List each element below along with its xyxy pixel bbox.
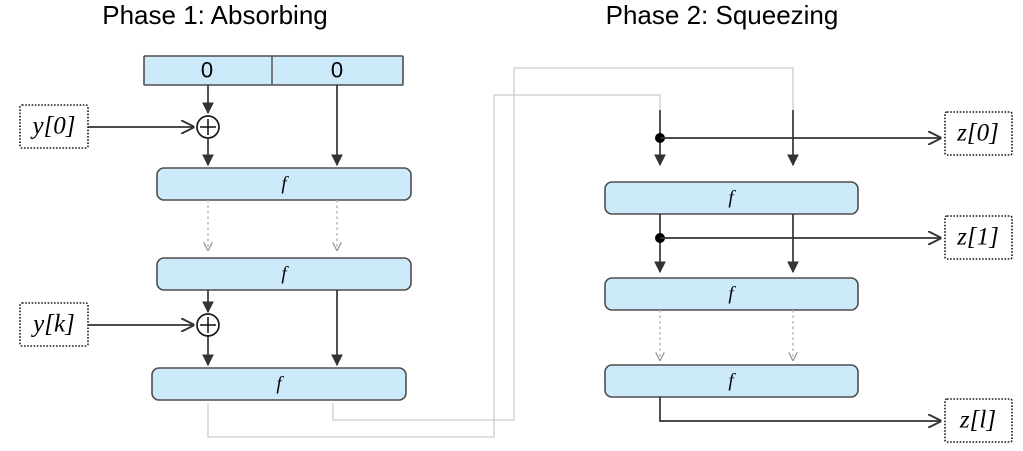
output-z1-label: z[1] xyxy=(956,224,999,251)
input-y0-group[interactable]: y[0] xyxy=(19,104,89,149)
rate-cell: 0 xyxy=(201,57,213,82)
capacity-cell: 0 xyxy=(331,57,343,82)
permutation-round-2-p2: f xyxy=(604,277,859,311)
permutation-round-1-label-p2: f xyxy=(728,187,736,208)
permutation-round-2-box-p1 xyxy=(156,257,412,291)
permutation-round-2-label-p2: f xyxy=(728,283,736,304)
xor-yk xyxy=(196,313,220,337)
output-z1-box[interactable] xyxy=(944,215,1013,260)
output-zl-label: z[l] xyxy=(959,407,996,434)
input-y0-label: y[0] xyxy=(29,113,75,140)
output-z0-label: z[0] xyxy=(956,120,999,147)
permutation-round-3-box-p1 xyxy=(151,367,407,401)
permutation-round-3-p2: f xyxy=(604,364,859,398)
input-yk-label: y[k] xyxy=(30,311,75,338)
permutation-round-1-p1: f xyxy=(156,167,412,201)
output-z1-group[interactable]: z[1] xyxy=(944,215,1013,260)
input-y0-box[interactable] xyxy=(19,104,89,149)
permutation-round-3-label-p2: f xyxy=(728,370,736,391)
state-register-box xyxy=(143,55,404,86)
output-z0-group[interactable]: z[0] xyxy=(944,111,1013,156)
permutation-round-3-label-p1: f xyxy=(276,373,284,394)
permutation-round-2-label-p1: f xyxy=(281,263,289,284)
feedback-rate-lane xyxy=(207,94,661,438)
phase-1-title: Phase 1: Absorbing xyxy=(102,0,328,30)
permutation-round-3-box-p2 xyxy=(604,364,859,398)
permutation-round-1-box-p1 xyxy=(156,167,412,201)
output-zl-group[interactable]: z[l] xyxy=(944,398,1013,443)
output-z0-box[interactable] xyxy=(944,111,1013,156)
permutation-round-2-p1: f xyxy=(156,257,412,291)
feedback-capacity-lane xyxy=(332,67,794,421)
phase-2-title: Phase 2: Squeezing xyxy=(606,0,839,30)
permutation-round-3-p1: f xyxy=(151,367,407,401)
permutation-round-1-p2: f xyxy=(604,181,859,215)
permutation-round-2-box-p2 xyxy=(604,277,859,311)
state-register: 0 0 xyxy=(143,55,404,86)
input-yk-box[interactable] xyxy=(19,302,89,347)
permutation-round-1-label-p1: f xyxy=(281,173,289,194)
xor-y0 xyxy=(196,115,220,139)
output-zl-box[interactable] xyxy=(944,398,1013,443)
permutation-round-1-box-p2 xyxy=(604,181,859,215)
input-yk-group[interactable]: y[k] xyxy=(19,302,89,347)
wire-p2-f3-to-zl xyxy=(659,397,941,421)
